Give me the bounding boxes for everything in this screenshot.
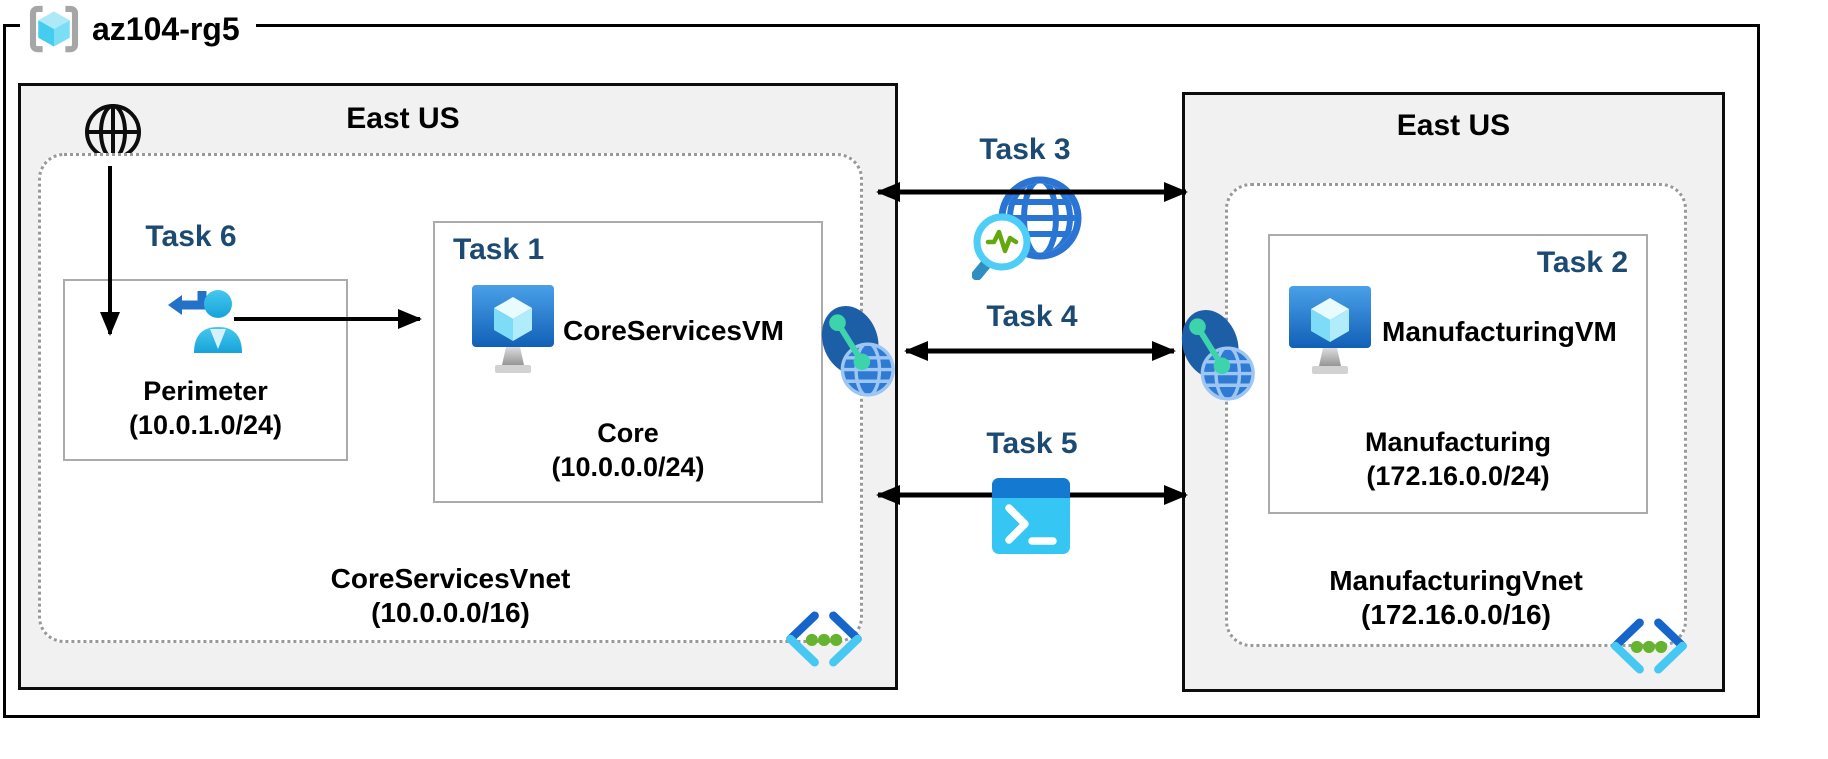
task2-label: Task 2	[1536, 246, 1628, 279]
manufacturing-vm-name: ManufacturingVM	[1382, 316, 1617, 347]
perimeter-subnet-cidr: (10.0.1.0/24)	[128, 410, 283, 440]
resource-group-header: az104-rg5	[20, 0, 256, 58]
manufacturing-vnet-cidr: (172.16.0.0/16)	[1361, 599, 1551, 630]
virtual-network-icon	[781, 611, 867, 667]
core-subnet-box: Task 1	[433, 221, 823, 503]
task4-label: Task 4	[986, 300, 1078, 333]
core-services-vm-name: CoreServicesVM	[563, 315, 785, 346]
resource-group-name: az104-rg5	[92, 10, 240, 47]
region-left-east-us: East US Task 6	[18, 83, 898, 690]
resource-group-box	[3, 24, 1760, 718]
virtual-network-icon	[1606, 618, 1692, 674]
manufacturing-vnet-name: ManufacturingVnet	[1329, 565, 1583, 596]
task3-label: Task 3	[979, 133, 1071, 166]
task5-label: Task 5	[986, 427, 1078, 460]
manufacturing-subnet-cidr: (172.16.0.0/24)	[1366, 461, 1550, 491]
region-label: East US	[1396, 109, 1511, 142]
core-services-vm-icon	[471, 283, 555, 383]
vnet-peering-icon	[818, 302, 898, 400]
manufacturing-vnet-box: Task 2 ManufacturingVM Manufacturing (17…	[1225, 183, 1687, 674]
task1-label: Task 1	[453, 233, 545, 266]
manufacturing-subnet-box: Task 2 ManufacturingVM Manufacturing (17…	[1268, 234, 1648, 514]
core-subnet-cidr: (10.0.0.0/24)	[551, 452, 705, 482]
core-services-vnet-cidr: (10.0.0.0/16)	[371, 597, 530, 628]
resource-group-icon	[26, 1, 82, 57]
perimeter-subnet-name: Perimeter	[143, 376, 268, 406]
region-label: East US	[346, 102, 460, 135]
region-right-east-us: East US Task 2 ManufacturingVM M	[1182, 92, 1725, 692]
core-services-vnet-box: Task 6	[38, 153, 863, 667]
vnet-peering-icon	[1178, 306, 1258, 404]
core-subnet-name: Core	[597, 418, 659, 448]
manufacturing-vm-icon	[1288, 284, 1372, 384]
user-signin-arrow-icon	[168, 287, 244, 353]
powershell-terminal-icon	[992, 478, 1070, 554]
manufacturing-subnet-name: Manufacturing	[1365, 427, 1551, 457]
task6-label: Task 6	[145, 220, 237, 253]
core-services-vnet-name: CoreServicesVnet	[330, 563, 571, 594]
